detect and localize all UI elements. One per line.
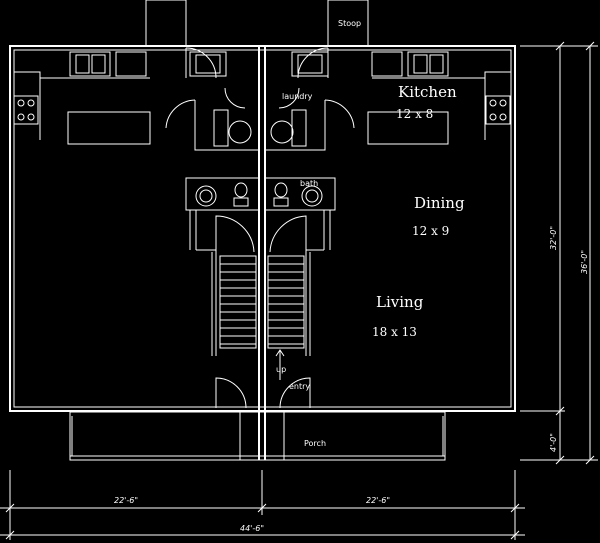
dim-total-width: 44'-6": [240, 524, 264, 533]
label-living-size: 18 x 13: [372, 325, 417, 339]
dim-total-depth: 36'-0": [580, 250, 589, 274]
label-kitchen-size: 12 x 8: [396, 107, 433, 121]
label-porch: Porch: [304, 439, 326, 448]
label-kitchen: Kitchen: [398, 83, 457, 101]
kitchen-counter-left: [13, 51, 151, 145]
label-dining-size: 12 x 9: [412, 224, 449, 238]
label-stoop: Stoop: [338, 19, 361, 28]
label-dining: Dining: [414, 194, 465, 212]
label-entry: entry: [289, 382, 310, 391]
dim-porch-depth: 4'-0": [549, 433, 558, 452]
dimension-lines-bottom: [0, 470, 525, 540]
dim-left-unit-width: 22'-6": [114, 496, 138, 505]
label-bath: bath: [300, 179, 318, 188]
label-laundry: laundry: [282, 92, 313, 101]
stairs-left: [219, 255, 257, 349]
dim-house-depth: 32'-0": [549, 226, 558, 250]
laundry-area: [165, 51, 355, 151]
dimension-lines-right: [520, 41, 598, 465]
porch: [69, 411, 446, 461]
entry-doors: [215, 377, 311, 409]
label-living: Living: [376, 293, 424, 311]
stoop-left: [145, 0, 187, 47]
exterior-walls: [9, 45, 516, 460]
bath-area: [185, 177, 336, 211]
label-up: up: [276, 365, 286, 374]
kitchen-counter-right: [367, 51, 511, 145]
dim-right-unit-width: 22'-6": [366, 496, 390, 505]
stairs-right: [267, 255, 305, 380]
interior-walls: [189, 210, 331, 356]
